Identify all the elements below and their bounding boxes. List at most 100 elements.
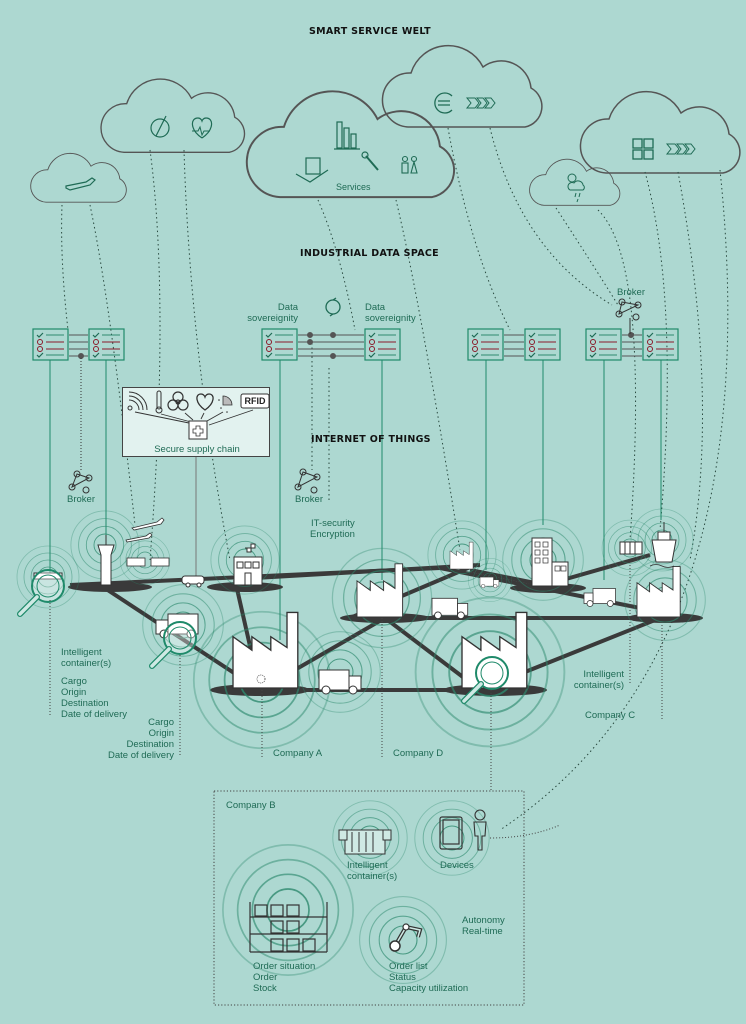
title-smart-service-welt: SMART SERVICE WELT: [309, 26, 431, 37]
person-icon: [473, 809, 487, 851]
data-exchange-arrows: [69, 332, 642, 359]
ambulance-icon: [181, 575, 205, 588]
robot-info-item: Order list: [389, 961, 428, 972]
sensor-icon: [218, 395, 233, 413]
supply-chain-sensors: [127, 390, 270, 440]
checklist-1a: [32, 328, 69, 361]
cloud-health-navigation: [100, 78, 246, 153]
euro-icon: [434, 92, 453, 114]
warehouse-info-item: Stock: [253, 983, 277, 994]
airplane-icon: [65, 177, 96, 191]
cargo-left-item: Date of delivery: [61, 709, 128, 720]
warehouse-info-list: Order situation Order Stock: [253, 961, 315, 994]
cargo-left-item: Cargo: [61, 676, 87, 687]
cargo-mid-item: Date of delivery: [107, 750, 174, 761]
cargo-list-left: Cargo Origin Destination Date of deliver…: [61, 676, 127, 720]
title-internet-of-things: INTERNET OF THINGS: [311, 434, 431, 445]
wrench-icon: [361, 151, 379, 171]
data-sovereignty-right: Data sovereignity: [365, 302, 416, 324]
title-industrial-data-space: INDUSTRIAL DATA SPACE: [300, 248, 439, 259]
truck-icon: [318, 669, 362, 695]
hospital-icon: [233, 543, 263, 586]
factory-company-c: [636, 566, 681, 618]
broker-icon-mid: [294, 468, 321, 494]
truck-icon: [583, 588, 616, 607]
services-label: Services: [336, 182, 371, 192]
checklist-4a: [585, 328, 622, 361]
warehouse-info-item: Order: [253, 972, 278, 983]
chevrons-icon: [465, 97, 496, 109]
checklist-4b: [642, 328, 679, 361]
company-c-label: Company C: [585, 710, 636, 721]
label-connectors: [49, 565, 663, 790]
factory-small-icon: [449, 541, 474, 570]
encryption-label: Encryption: [310, 529, 355, 540]
rfid-icon: [240, 393, 270, 409]
sensor-icon: [256, 674, 266, 684]
office-building-icon: [531, 537, 569, 587]
broker-label-mid: Broker: [295, 494, 323, 505]
cloud-connections: [61, 127, 729, 831]
checklist-2a: [261, 328, 298, 361]
cargo-left-item: Origin: [61, 687, 87, 698]
intelligent-container-label-left: Intelligent container(s): [61, 647, 112, 669]
bar-chart-icon: [334, 121, 360, 150]
company-b-waves: [222, 800, 490, 984]
ship-icon: [649, 522, 677, 568]
device-connectors: [49, 360, 662, 640]
data-sovereignty-left: Data sovereignity: [247, 302, 298, 324]
cargo-containers-icon: [126, 557, 170, 567]
biohazard-icon: [167, 391, 189, 411]
autonomy-label: Autonomy: [462, 915, 505, 926]
signal-icon: [127, 391, 148, 411]
company-b-title: Company B: [226, 800, 276, 811]
supply-chain-links: [134, 409, 254, 426]
company-b-box: [213, 790, 525, 1006]
cargo-container-icon: [619, 541, 643, 555]
broker-icon-top: [615, 298, 642, 334]
intelligent-container-label-right: Intelligent container(s): [573, 669, 624, 691]
airplane-icon: [125, 517, 165, 543]
devices-label: Devices: [440, 860, 474, 871]
secure-supply-chain-label: Secure supply chain: [154, 444, 240, 455]
checklist-2b: [364, 328, 401, 361]
medical-box-icon: [188, 420, 208, 440]
it-security-label: IT-security: [311, 518, 355, 529]
magnifier-container-icon: [20, 570, 64, 614]
cloud-finance: [381, 44, 543, 128]
real-time-label: Real-time: [462, 926, 503, 937]
tablet-icon: [439, 816, 463, 850]
cargo-mid-item: Cargo: [148, 717, 174, 728]
cloud-travel: [30, 152, 127, 203]
company-a-label: Company A: [273, 748, 323, 759]
warehouse-info-item: Order situation: [253, 961, 316, 972]
company-b-intelligent-container-label: Intelligent container(s): [347, 860, 398, 882]
compass-icon: [150, 115, 170, 138]
cloud-apps: [579, 90, 741, 174]
factory-company-a: [232, 611, 299, 689]
broker-icon-left: [68, 358, 93, 494]
grid-icon: [632, 138, 654, 160]
checklist-3b: [524, 328, 561, 361]
robot-arm-icon: [389, 923, 423, 952]
thermometer-icon: [155, 390, 163, 414]
warehouse-shelf-icon: [249, 902, 328, 953]
control-tower-icon: [97, 535, 115, 586]
robot-info-list: Order list Status Capacity utilization: [389, 961, 468, 994]
secure-supply-chain-panel: RFID Secure supply chain: [122, 387, 270, 457]
checklist-3a: [467, 328, 504, 361]
company-d-label: Company D: [393, 748, 444, 759]
cargo-mid-item: Origin: [148, 728, 174, 739]
cargo-list-mid: Cargo Origin Destination Date of deliver…: [94, 717, 174, 761]
robot-info-item: Status: [389, 972, 416, 983]
devices-connector: [489, 824, 561, 839]
truck-icon: [431, 597, 469, 620]
package-icon: [295, 157, 329, 183]
cargo-mid-item: Destination: [126, 739, 174, 750]
robot-info-item: Capacity utilization: [389, 983, 469, 994]
people-icon: [401, 155, 418, 174]
weather-icon: [567, 173, 585, 203]
cargo-left-item: Destination: [61, 698, 109, 709]
broker-label-left: Broker: [67, 494, 95, 505]
